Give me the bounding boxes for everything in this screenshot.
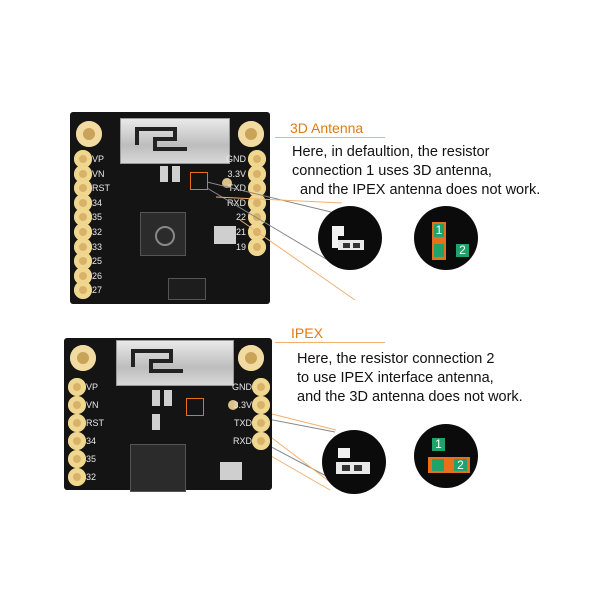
desc-line: and the IPEX antenna does not work.: [300, 182, 541, 198]
header-pin-pad: [74, 223, 92, 241]
title-underline: [275, 137, 385, 138]
header-pin-pad: [74, 150, 92, 168]
pin-label: 25: [92, 256, 103, 267]
header-pin-pad: [68, 378, 86, 396]
pin-label: GND: [232, 382, 252, 392]
mounting-hole-bottom-left: [70, 345, 96, 371]
pad-1: 1: [432, 438, 445, 451]
pin-label: RXD: [226, 197, 246, 208]
desc-line: to use IPEX interface antenna,: [297, 370, 494, 386]
pin-label: 34: [86, 436, 97, 446]
header-pin-pad: [252, 414, 270, 432]
header-pin-pad: [252, 432, 270, 450]
header-pin-pad: [248, 164, 266, 183]
antenna-trace-icon: [135, 127, 187, 151]
pad-2: 2: [456, 244, 469, 257]
pad-common: [434, 244, 444, 257]
mounting-hole-top-left: [76, 121, 102, 147]
pin-label: RXD: [232, 436, 252, 446]
pin-label: RST: [86, 418, 104, 428]
pin-label: 27: [92, 285, 103, 296]
schematic-diagram-top: 1 2: [414, 206, 478, 270]
schematic-diagram-bottom: 1 2: [414, 424, 478, 488]
header-pin-pad: [252, 378, 270, 396]
header-pin-pad: [68, 432, 86, 450]
zoom-photo-top: [318, 206, 382, 270]
resistor-highlight-bottom: [186, 398, 204, 416]
pin-label: VP: [92, 154, 105, 164]
header-pin-pad: [74, 208, 92, 227]
header-pin-pad: [248, 237, 266, 256]
antenna-trace-icon: [131, 349, 183, 373]
header-pin-pad: [248, 150, 266, 168]
pin-label: 32: [86, 472, 97, 482]
pad-1: 1: [434, 223, 444, 237]
resistor-highlight-top: [190, 172, 208, 190]
header-pin-pad: [74, 193, 92, 212]
description-ipex: Here, the resistor connection 2 to use I…: [297, 350, 523, 407]
pin-label: 33: [92, 241, 103, 252]
pin-label: GND: [226, 154, 246, 164]
pin-label: 26: [92, 270, 103, 281]
pin-label: 22: [235, 212, 246, 223]
header-pin-pad: [74, 179, 92, 198]
pin-label: TXD: [228, 183, 246, 194]
pad-2: 2: [454, 459, 467, 471]
mounting-hole-bottom-right: [238, 345, 264, 371]
header-pin-pad: [74, 281, 92, 300]
pin-label: 35: [86, 454, 97, 464]
pin-label: TXD: [234, 418, 252, 428]
desc-line: and the 3D antenna does not work.: [297, 389, 523, 405]
pin-label: 3.3V: [227, 168, 246, 179]
desc-line: Here, the resistor connection 2: [297, 351, 495, 367]
header-pin-pad: [74, 164, 92, 183]
section-title-3d-antenna: 3D Antenna: [290, 120, 364, 136]
desc-line: connection 1 uses 3D antenna,: [292, 163, 492, 179]
antenna-shield-bottom: [116, 340, 234, 386]
pin-label: VP: [86, 382, 99, 392]
pin-label: 3.3V: [233, 400, 252, 410]
header-pin-pad: [74, 237, 92, 256]
pad-common: [432, 459, 444, 471]
header-pin-pad: [68, 450, 86, 468]
mounting-hole-top-right: [238, 121, 264, 147]
pin-label: VN: [86, 400, 99, 410]
header-pin-pad: [68, 396, 86, 414]
pin-label: 19: [235, 241, 246, 252]
description-3d-antenna: Here, in defaultion, the resistor connec…: [292, 143, 540, 200]
header-pin-pad: [68, 468, 86, 486]
header-pin-pad: [252, 396, 270, 414]
header-pin-pad: [68, 414, 86, 432]
pin-label: VN: [92, 168, 105, 179]
pin-label: 21: [235, 227, 246, 237]
pin-label: 32: [92, 227, 103, 237]
header-pin-pad: [74, 252, 92, 271]
desc-line: Here, in defaultion, the resistor: [292, 144, 490, 160]
antenna-shield-top: [120, 118, 230, 164]
pin-label: RST: [92, 183, 110, 194]
title-underline: [275, 342, 385, 343]
zoom-photo-bottom: [322, 430, 386, 494]
header-pin-pad: [74, 266, 92, 285]
pin-label: 34: [92, 197, 103, 208]
pin-label: 35: [92, 212, 103, 223]
esp32-chip-top: [140, 212, 186, 256]
section-title-ipex: IPEX: [291, 325, 323, 341]
